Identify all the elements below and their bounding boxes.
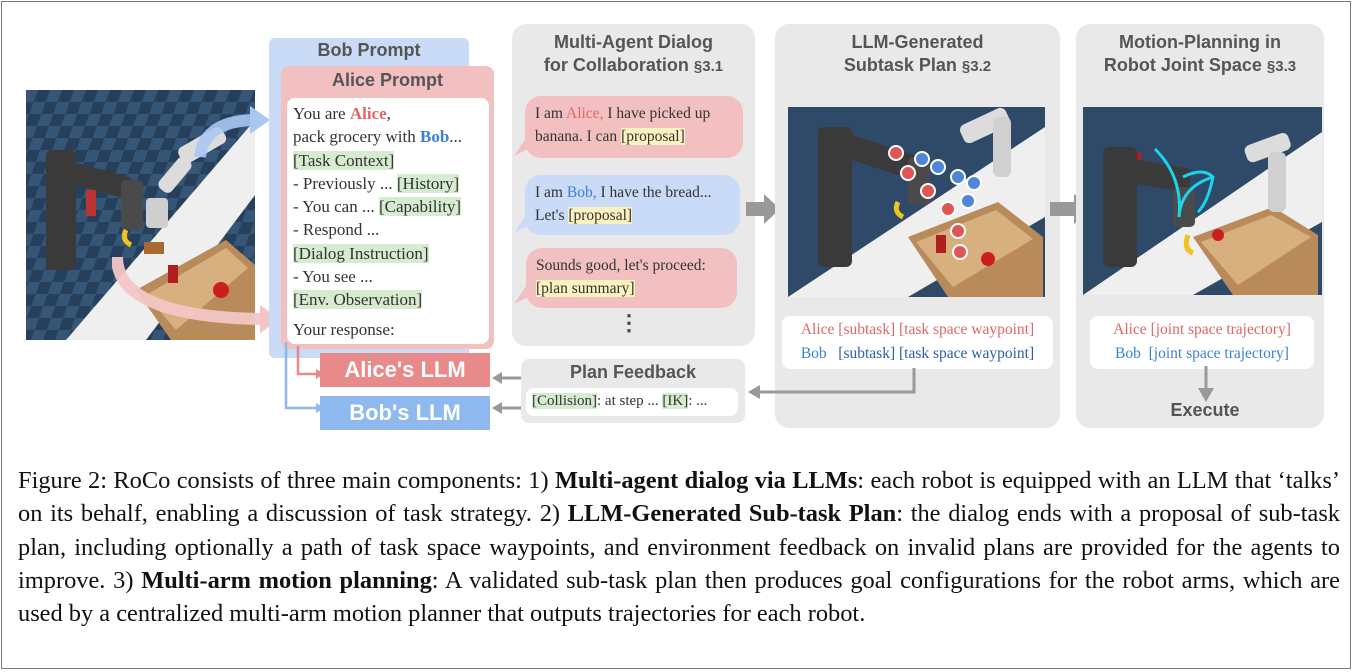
prompt-line-4: - Previously ... [History]: [293, 173, 460, 193]
prompt-line-7: [Dialog Instruction]: [293, 243, 429, 263]
motion-title: Motion-Planning in Robot Joint Space §3.…: [1103, 32, 1297, 75]
figure-caption: Figure 2: RoCo consists of three main co…: [18, 467, 1341, 628]
dialog-title: Multi-Agent Dialog for Collaboration §3.…: [543, 32, 724, 75]
bubble1-tail: [514, 138, 530, 156]
feedback-panel: Plan Feedback [Collision]: at step ... […: [521, 359, 745, 423]
subtask-title: LLM-Generated Subtask Plan §3.2: [843, 32, 992, 75]
feedback-title: Plan Feedback: [569, 362, 697, 382]
motion-scene-image: [1083, 107, 1322, 295]
dialog-bubble-bob: I am Bob, I have the bread... Let's [pro…: [525, 175, 740, 235]
execute-arrow-icon: [1198, 366, 1214, 402]
prompt-line-8: - You see ...: [293, 267, 373, 287]
alice-prompt-card: Alice Prompt You are Alice, pack grocery…: [281, 66, 494, 349]
dialog-bubble-alice: I am Alice, I have picked up banana. I c…: [525, 96, 743, 158]
figure-label: Figure 2:: [18, 467, 108, 494]
prompt-line-2: pack grocery with Bob...: [293, 127, 463, 147]
feedback-to-llm-arrows: [492, 372, 524, 414]
bob-llm-box: Bob's LLM: [320, 396, 490, 430]
scene-to-alice-arrow: [112, 257, 280, 333]
alice-llm-box: Alice's LLM: [320, 353, 490, 387]
dialog-to-plan-arrow: [746, 194, 780, 224]
dialog-ellipsis: ⋮: [618, 310, 640, 335]
bob-prompt-title: Bob Prompt: [317, 40, 421, 60]
subtask-legend: Alice [subtask] [task space waypoint] Bo…: [782, 316, 1053, 369]
bubble2-tail: [514, 215, 530, 233]
bubble3-tail: [514, 286, 530, 304]
prompt-line-6: - Respond ...: [293, 220, 380, 240]
execute-label: Execute: [1170, 400, 1240, 420]
feedback-body: [Collision]: at step ... [IK]: ...: [526, 388, 738, 416]
dialog-bubble-plan: Sounds good, let's proceed: [plan summar…: [526, 248, 737, 308]
motion-alice-line: Alice [joint space trajectory]: [1113, 321, 1291, 338]
alice-prompt-body: You are Alice, pack grocery with Bob... …: [287, 98, 489, 344]
alice-prompt-title: Alice Prompt: [331, 70, 444, 90]
prompt-line-1: You are Alice,: [293, 104, 391, 123]
subtask-alice-line: Alice [subtask] [task space waypoint]: [800, 321, 1035, 338]
motion-legend: Alice [joint space trajectory] Bob [join…: [1090, 316, 1314, 369]
prompt-line-10: Your response:: [293, 319, 395, 339]
prompt-line-3: [Task Context]: [293, 150, 395, 170]
prompt-line-9: [Env. Observation]: [293, 290, 423, 310]
plan-to-feedback-arrow: [748, 368, 916, 399]
scene-to-bob-arrow: [194, 106, 270, 159]
motion-bob-line: Bob [joint space trajectory]: [1115, 345, 1289, 362]
subtask-bob-line: Bob [subtask] [task space waypoint]: [800, 345, 1035, 362]
prompt-line-5: - You can ... [Capability]: [293, 197, 462, 217]
subtask-scene-image: [788, 107, 1045, 297]
